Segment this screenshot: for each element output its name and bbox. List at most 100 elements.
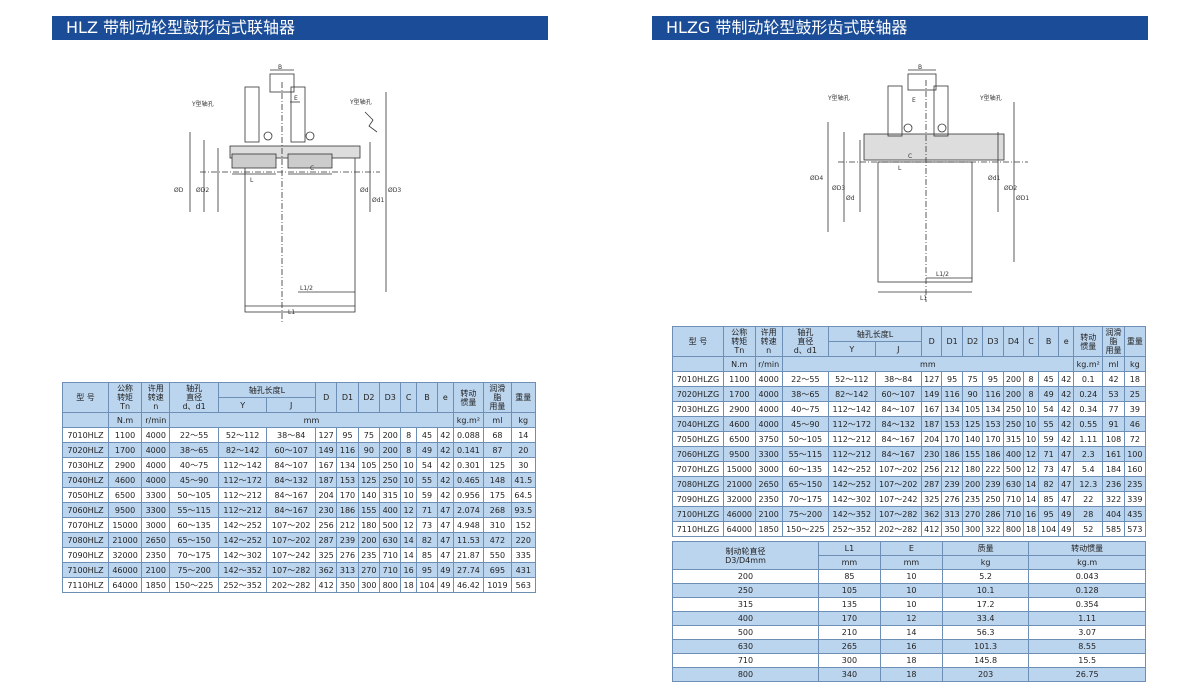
hlz-cell: 4000 [141,442,171,458]
hlzg-cell: 49 [1058,506,1075,522]
hlz-cell: 59 [415,487,439,503]
hlz-cell: 50～105 [169,487,219,503]
hlzg-cell: 42 [1058,416,1075,432]
hlz-cell: 7010HLZ [62,427,109,443]
hlzg-cell: 1700 [722,386,756,402]
hlz-cell: 18 [400,577,417,593]
hlzg-cell: 200 [1002,386,1025,402]
hlzg-cell: 84～107 [874,401,922,417]
hlz-cell: 630 [379,532,402,548]
hlz-cell: 14 [510,427,537,443]
label-d2: ØD2 [1004,185,1017,192]
hlzg-cell: 6500 [722,431,756,447]
hlz-cell: 42 [437,442,454,458]
hlz-cell: 21.87 [452,547,485,563]
hlzg-cell: 339 [1123,491,1147,507]
wheel-cell: 8.55 [1028,639,1146,654]
hlz-cell: 45 [415,427,439,443]
hlz-cell: 142～252 [217,532,268,548]
hlzg-cell: 112～212 [828,446,876,462]
hlz-cell: 287 [314,532,338,548]
hlzg-cell: 16 [1023,506,1039,522]
hlzg-cell: 235 [1123,476,1147,492]
th-B: B [415,382,439,413]
hlzg-cell: 204 [920,431,943,447]
hlz-cell: 350 [336,577,359,593]
hlzg-cell: 250 [982,491,1004,507]
th-empty [672,356,724,372]
th-y: Y [828,341,876,357]
hlz-cell: 125 [357,472,381,488]
hlz-cell: 252～352 [217,577,268,593]
hlz-cell: 73 [415,517,439,533]
hlz-cell: 95 [415,562,439,578]
th-D1: D1 [941,326,963,357]
hlzg-cell: 134 [941,401,963,417]
hlz-cell: 2900 [107,457,143,473]
wheel-cell: 630 [672,639,819,654]
hlzg-cell: 112～142 [828,401,876,417]
hlz-cell: 2.074 [452,502,485,518]
hlzg-cell: 630 [1002,476,1025,492]
hlz-cell: 12 [400,502,417,518]
th-u-inertia: kg.m² [452,412,485,428]
label-l1: L1 [288,309,295,316]
hlzg-cell: 187 [920,416,943,432]
hlz-cell: 20 [510,442,537,458]
hlzg-cell: 4000 [754,386,783,402]
hlzg-cell: 55 [1037,416,1060,432]
hlzg-cell: 42 [1058,401,1075,417]
hlzg-cell: 39 [1123,401,1147,417]
hlzg-cell: 134 [982,401,1004,417]
wheel-cell: 135 [817,597,881,612]
th-D3: D3 [982,326,1004,357]
hlz-cell: 14 [400,532,417,548]
hlzg-drawing: B E Y型轴孔 Y型轴孔 C L L1/2 L1 ØD4 ØD3 Ød Ød1… [810,64,1029,302]
left-title: HLZ 带制动轮型鼓形齿式联轴器 [52,16,548,40]
hlzg-cell: 42 [1058,386,1075,402]
hlz-cell: 21000 [107,532,143,548]
th-u-weight: kg [510,412,537,428]
hlzg-cell: 0.1 [1073,371,1104,387]
hlz-cell: 12 [400,517,417,533]
th-speed: 许用 转速 n [141,382,171,413]
th-j: J [874,341,922,357]
hlzg-cell: 7080HLZG [672,476,724,492]
label-l1-2: L1/2 [300,285,313,292]
hlzg-cell: 2650 [754,476,783,492]
hlzg-cell: 7030HLZG [672,401,724,417]
hlz-cell: 84～132 [266,472,316,488]
hlzg-cell: 45 [1037,371,1060,387]
hlzg-cell: 22 [1073,491,1104,507]
hlzg-cell: 55～115 [781,446,830,462]
wheel-cell: 203 [941,667,1030,682]
hlzg-cell: 12.3 [1073,476,1104,492]
hlzg-cell: 239 [982,476,1004,492]
hlz-cell: 200 [357,532,381,548]
hlz-cell: 7090HLZ [62,547,109,563]
hlz-cell: 68 [483,427,512,443]
hlz-cell: 125 [483,457,512,473]
hlzg-cell: 4000 [754,371,783,387]
th-u-inertia: kg.m² [1073,356,1104,372]
label-y2: Y型轴孔 [979,94,1002,102]
hlzg-cell: 3000 [754,461,783,477]
hlzg-cell: 60～135 [781,461,830,477]
hlz-cell: 152 [510,517,537,533]
th-D: D [920,326,943,357]
hlz-cell: 315 [379,487,402,503]
hlz-cell: 0.088 [452,427,485,443]
th-D: D [314,382,338,413]
hlzg-cell: 7010HLZG [672,371,724,387]
hlzg-cell: 362 [920,506,943,522]
hlz-cell: 87 [483,442,512,458]
